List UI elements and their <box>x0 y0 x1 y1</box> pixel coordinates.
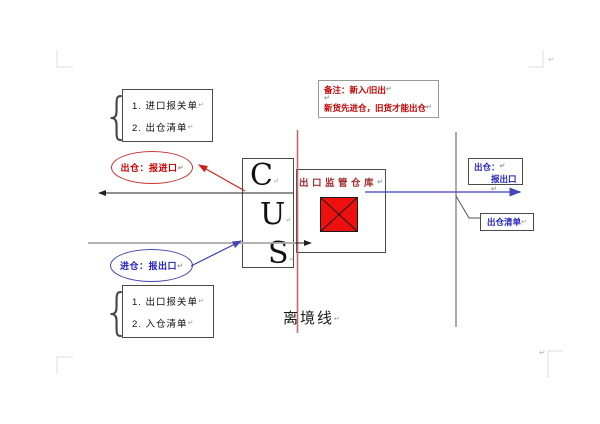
paragraph-mark: ↵ <box>334 316 340 323</box>
departure-line-label: 离境线↵ <box>283 310 340 327</box>
list-box-connector <box>455 195 480 219</box>
out-warehouse-export-box: 出仓：↵ 报出口↵ <box>468 158 523 193</box>
customs-box: C↵ U↵ S↵ <box>242 158 294 271</box>
ellipse-label: 进仓：报出口 <box>120 261 178 271</box>
list-item: 2. 出仓清单↵ <box>132 123 194 134</box>
warehouse-title: 出口监管仓库↵ <box>299 178 383 189</box>
paragraph-mark: ↵ <box>285 216 292 224</box>
out-warehouse-list-box: 出仓清单↵ <box>480 213 534 231</box>
right-box-line2: 报出口↵ <box>491 174 517 193</box>
list-item: 2. 入仓清单↵ <box>132 319 194 330</box>
out-warehouse-import-ellipse: 出仓：报进口↵ <box>111 151 193 184</box>
declare-import-arrow <box>197 164 246 192</box>
paragraph-mark: ↵ <box>187 124 194 131</box>
paragraph-mark: ↵ <box>539 348 546 357</box>
note-line-2: 新货先进仓，旧货才能出仓↵ <box>324 103 432 113</box>
text-boundary-mark <box>56 356 73 374</box>
note-line-1: 备注：新入/旧出↵ <box>324 85 392 95</box>
paragraph-mark: ↵ <box>324 95 330 102</box>
customs-letter-u: U↵ <box>260 197 292 232</box>
customs-letter-c: C↵ <box>250 158 279 193</box>
export-documents-box: 1. 出口报关单↵ 2. 入仓清单↵ <box>122 285 214 338</box>
paragraph-mark: ↵ <box>177 164 184 172</box>
ellipse-label: 出仓：报进口 <box>120 163 178 173</box>
paragraph-mark: ↵ <box>491 186 497 193</box>
right-box-line1: 出仓：↵ <box>474 162 506 172</box>
paragraph-mark: ↵ <box>198 102 204 109</box>
right-label: 出仓清单 <box>487 217 522 227</box>
list-item: 1. 进口报关单↵ <box>132 101 204 112</box>
import-documents-box: 1. 进口报关单↵ 2. 出仓清单↵ <box>122 89 213 142</box>
paragraph-mark: ↵ <box>177 262 183 270</box>
list-item: 1. 出口报关单↵ <box>132 297 204 308</box>
paragraph-mark: ↵ <box>272 177 279 185</box>
customs-letter-s: S↵ <box>268 236 295 271</box>
paragraph-mark: ↵ <box>385 86 392 93</box>
paragraph-mark: ↵ <box>288 255 295 263</box>
text-boundary-mark <box>56 50 73 68</box>
declare-export-arrow <box>190 240 243 267</box>
paragraph-mark: ↵ <box>499 163 506 170</box>
note-box: 备注：新入/旧出↵ ↵ 新货先进仓，旧货才能出仓↵ <box>318 80 439 118</box>
note-blank-line: ↵ <box>324 95 438 102</box>
paragraph-mark: ↵ <box>521 219 527 226</box>
crossed-red-square <box>320 197 358 232</box>
text-boundary-mark <box>528 50 544 68</box>
paragraph-mark: ↵ <box>198 298 204 305</box>
paragraph-mark: ↵ <box>548 55 555 64</box>
in-warehouse-export-ellipse: 进仓：报出口↵ <box>110 249 193 282</box>
paragraph-mark: ↵ <box>426 104 432 111</box>
paragraph-mark: ↵ <box>377 179 383 186</box>
supervision-warehouse-box: 出口监管仓库↵ <box>296 169 386 253</box>
paragraph-mark: ↵ <box>187 320 194 327</box>
text-boundary-mark <box>547 350 563 378</box>
